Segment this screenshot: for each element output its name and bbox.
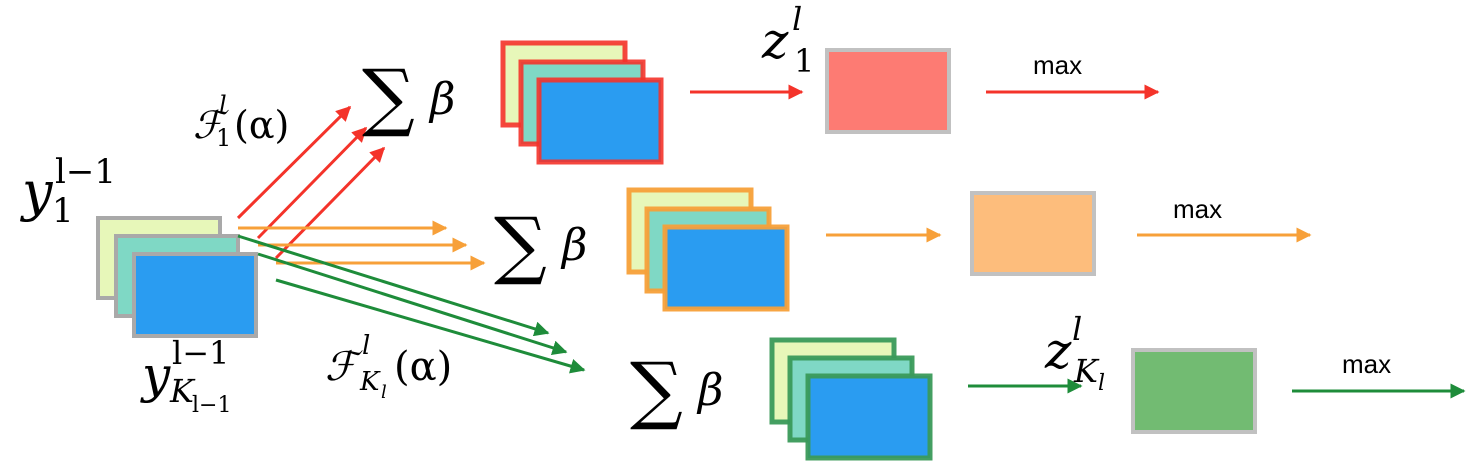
max-label-orange: max (1173, 194, 1222, 224)
y-top-base: y (20, 160, 54, 223)
sum-symbol-green: ∑ (630, 347, 683, 433)
sum-beta-green: ∑ β (630, 347, 723, 433)
output-green (1131, 348, 1257, 434)
y-bottom-subsub: l−1 (192, 393, 231, 418)
z-bottom-base: z (1044, 322, 1072, 380)
orange-feature-maps (626, 187, 790, 312)
f-top-sub: 1 (216, 124, 231, 152)
y-bottom-sub: K (169, 372, 196, 410)
f-bottom-base: ℱ (325, 344, 363, 390)
green-arrow-1 (237, 234, 550, 337)
beta-orange: β (560, 220, 587, 271)
sum-beta-red: ∑ β (362, 54, 455, 140)
z-top-base: z (761, 12, 789, 70)
f-bottom-sub: K (359, 367, 381, 397)
sum-symbol-orange: ∑ (494, 202, 547, 288)
green-filter-arrows (237, 234, 586, 374)
red-arrow-3 (274, 146, 386, 260)
y-bottom-base: y (140, 346, 171, 404)
red-arrow-1 (236, 105, 352, 220)
f-top-sup: l (219, 91, 227, 119)
z-bottom-subsub: l (1098, 371, 1105, 396)
z-bottom-sup: l (1072, 310, 1082, 348)
red-filter-arrows (236, 105, 386, 260)
z-top-sup: l (792, 0, 802, 38)
sum-symbol-red: ∑ (362, 54, 415, 140)
output-red (825, 48, 951, 134)
beta-red: β (428, 74, 455, 125)
orange-filter-arrows (238, 220, 486, 271)
green-map-blue (805, 373, 933, 461)
max-label-green: max (1342, 349, 1391, 379)
beta-green: β (696, 365, 723, 416)
z-bottom-sub: K (1073, 352, 1100, 390)
green-arrow-2 (257, 252, 568, 356)
f-bottom-sup: l (362, 331, 370, 361)
output-orange (970, 191, 1096, 276)
z-top-sub: 1 (794, 42, 814, 80)
red-arrow-2 (256, 126, 368, 240)
green-arrow-3 (275, 278, 586, 374)
f-top-arg: (α) (234, 103, 289, 147)
input-map-blue (132, 252, 258, 338)
y-top-sub: 1 (52, 191, 74, 231)
max-label-red: max (1033, 50, 1082, 80)
y-bottom-sup: l−1 (172, 334, 229, 372)
input-feature-maps (96, 216, 258, 338)
sum-beta-orange: ∑ β (494, 202, 587, 288)
f-bottom-subsub: l (381, 382, 387, 403)
red-map-blue (536, 77, 664, 165)
f-bottom-arg: (α) (394, 344, 452, 390)
orange-map-blue (662, 224, 790, 312)
red-feature-maps (500, 40, 664, 165)
y-top-sup: l−1 (55, 152, 116, 192)
green-feature-maps (769, 337, 933, 461)
